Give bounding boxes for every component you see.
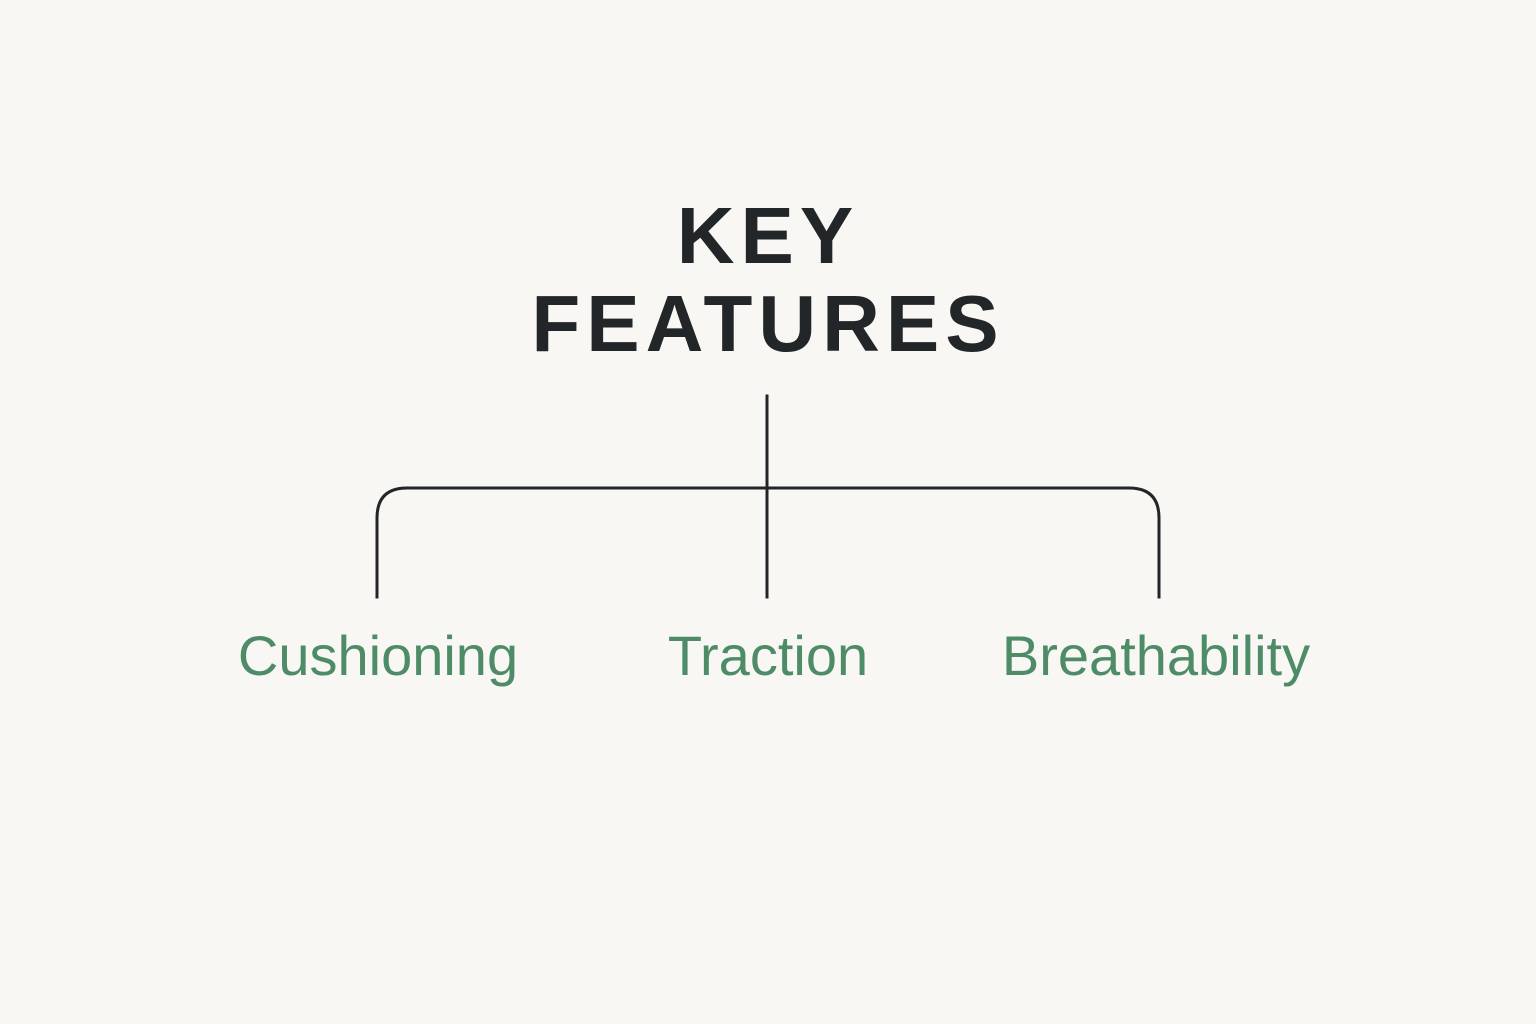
connector-bracket bbox=[375, 486, 1161, 599]
feature-traction: Traction bbox=[667, 624, 869, 687]
title-line-1: KEY bbox=[676, 191, 860, 280]
feature-cushioning: Cushioning bbox=[237, 624, 519, 687]
title-line-2: FEATURES bbox=[531, 279, 1005, 368]
feature-breathability: Breathability bbox=[1001, 624, 1311, 687]
